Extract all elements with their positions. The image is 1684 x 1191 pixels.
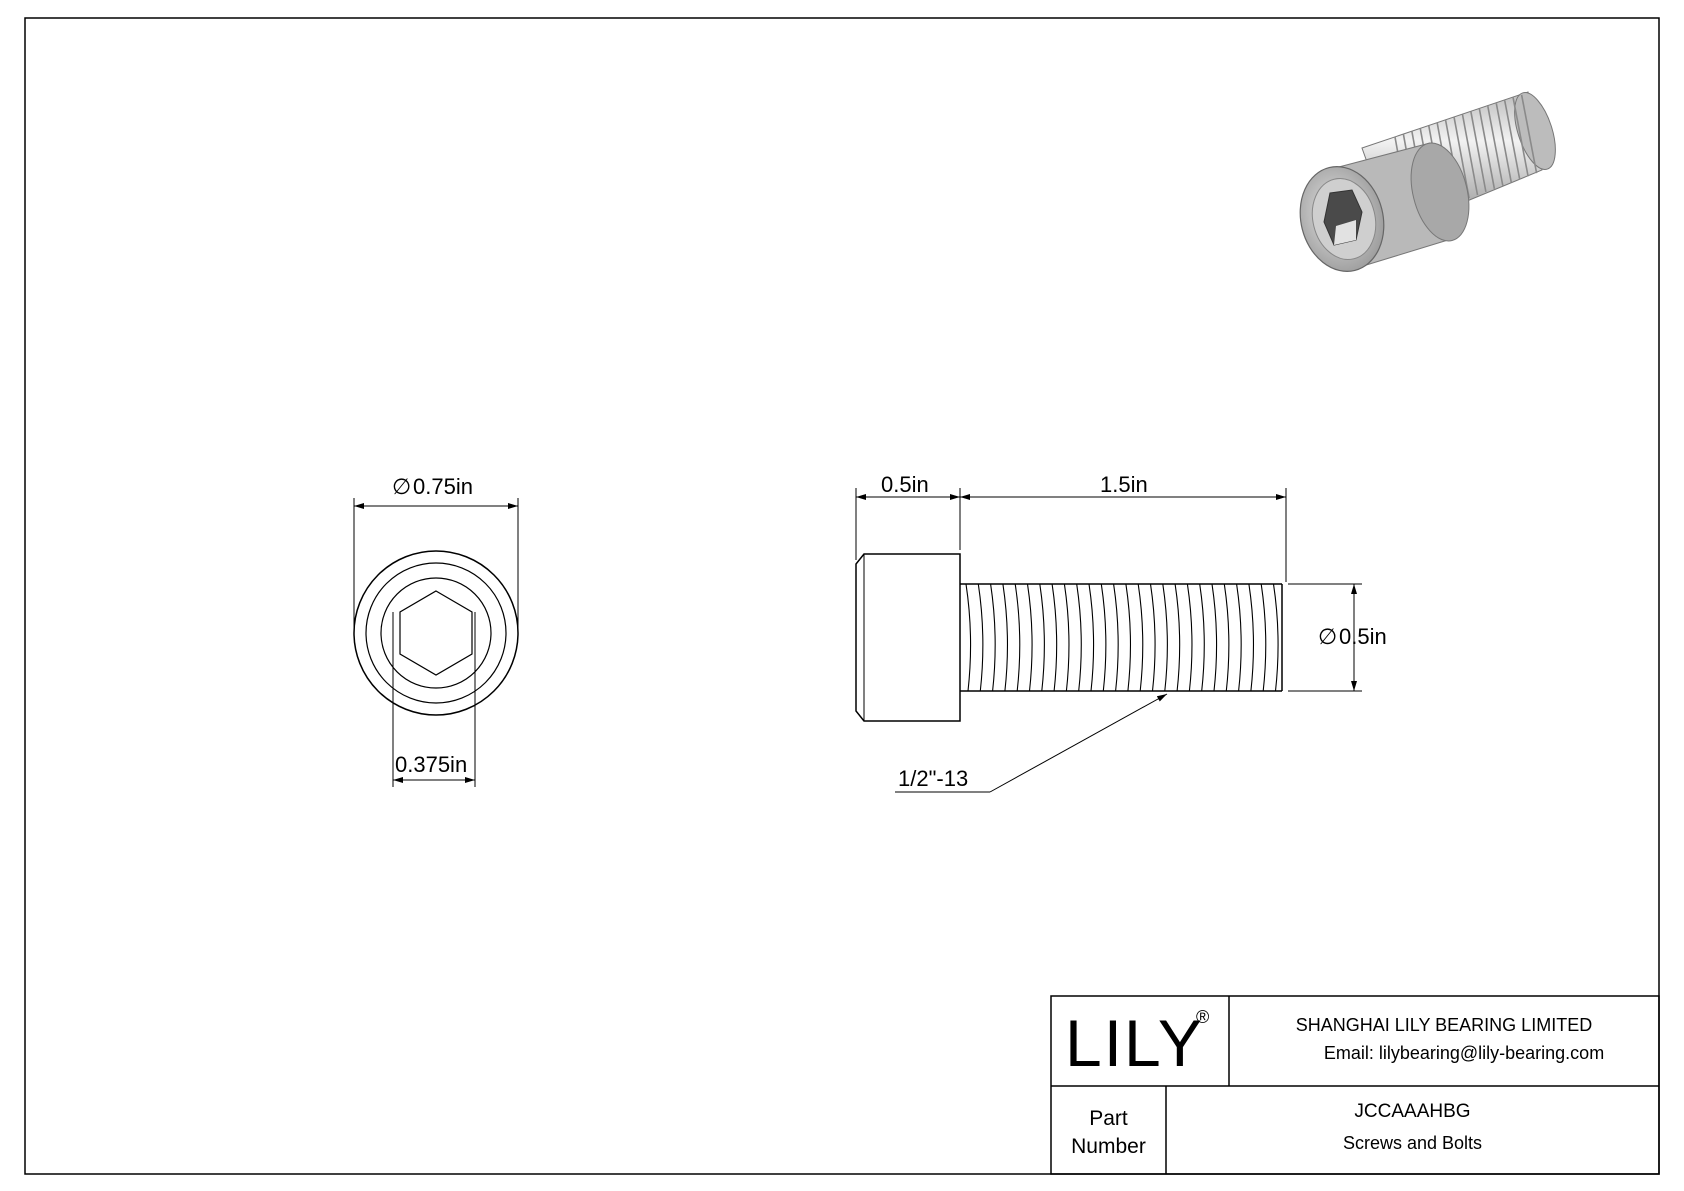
- thread-pattern: [965, 583, 1279, 692]
- thread-crest: [1260, 583, 1267, 692]
- head-outer-circle: [353, 550, 519, 716]
- iso-thread-line: [1478, 108, 1496, 189]
- thread-crest: [1113, 583, 1119, 692]
- iso-thread-line: [1453, 117, 1470, 199]
- iso-thread-line: [1520, 94, 1538, 174]
- head-diameter-label: 0.75in: [413, 474, 473, 499]
- head-diameter-symbol: ∅: [392, 474, 411, 499]
- thread-crest: [1186, 583, 1193, 692]
- thread-crest: [1051, 583, 1058, 692]
- part-label-line2: Number: [1071, 1135, 1146, 1158]
- part-label-line1: Part: [1089, 1107, 1128, 1130]
- thread-crest: [990, 583, 996, 692]
- thread-crest: [1039, 583, 1045, 692]
- thread-crest: [1149, 583, 1156, 692]
- isometric-screw-render: [1299, 91, 1556, 272]
- thread-crest: [1137, 583, 1144, 692]
- part-number: JCCAAAHBG: [1354, 1101, 1471, 1122]
- thread-spec-label: 1/2"-13: [898, 766, 968, 791]
- thread-crest: [1211, 583, 1218, 692]
- logo-registered-mark: ®: [1196, 1007, 1210, 1027]
- part-category: Screws and Bolts: [1342, 1133, 1483, 1153]
- thread-crest: [1026, 583, 1033, 692]
- thread-crest: [1199, 583, 1205, 692]
- company-email: Email: lilybearing@lily-bearing.com: [1323, 1043, 1605, 1063]
- thread-crest: [1014, 583, 1021, 692]
- thread-crest: [1088, 583, 1095, 692]
- thread-crest: [1125, 583, 1132, 692]
- thread-crest: [965, 583, 972, 692]
- hex-socket: [399, 590, 473, 676]
- iso-thread-line: [1503, 100, 1521, 180]
- thread-diameter-label: 0.5in: [1339, 624, 1387, 649]
- thread-crest: [1223, 583, 1230, 692]
- thread-crest: [1272, 583, 1279, 692]
- length-label: 1.5in: [1100, 472, 1148, 497]
- logo-text: LILY: [1065, 1006, 1204, 1080]
- socket-size-label: 0.375in: [395, 752, 467, 777]
- thread-crest: [1002, 583, 1009, 692]
- iso-thread-line: [1461, 114, 1479, 196]
- iso-thread-line: [1512, 97, 1529, 177]
- iso-thread-line: [1470, 111, 1487, 193]
- iso-thread-line: [1495, 103, 1513, 183]
- sheet-border: [24, 17, 1660, 1175]
- thread-crest: [977, 583, 984, 692]
- side-view: 0.5in 1.5in ∅ 0.5in 1/2"-13: [855, 472, 1387, 793]
- thread-crest: [1076, 583, 1082, 692]
- head-chamfer-circle: [365, 562, 507, 704]
- thread-crest: [1063, 583, 1070, 692]
- front-view: ∅ 0.75in 0.375in: [353, 474, 519, 787]
- screw-head-outline: [855, 553, 961, 722]
- thread-crest: [1100, 583, 1107, 692]
- thread-crest: [1174, 583, 1181, 692]
- iso-thread-line: [1487, 105, 1504, 186]
- thread-diameter-symbol: ∅: [1318, 624, 1337, 649]
- thread-crest: [1248, 583, 1255, 692]
- thread-crest: [1236, 583, 1242, 692]
- title-block: [1050, 995, 1660, 1175]
- socket-circle: [380, 577, 492, 689]
- company-name: SHANGHAI LILY BEARING LIMITED: [1295, 1015, 1593, 1035]
- thread-crest: [1162, 583, 1168, 692]
- head-height-label: 0.5in: [881, 472, 929, 497]
